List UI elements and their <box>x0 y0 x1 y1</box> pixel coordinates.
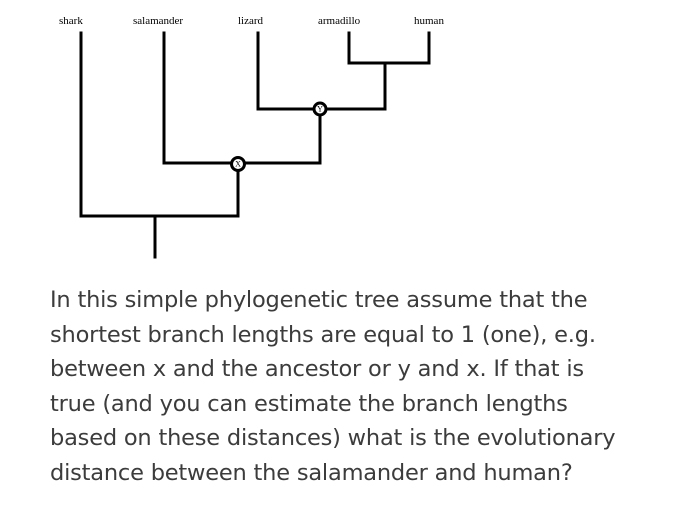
question-line: distance between the salamander and huma… <box>50 459 573 486</box>
question-line: shortest branch lengths are equal to 1 (… <box>50 321 596 348</box>
taxon-label-lizard: lizard <box>238 15 264 27</box>
node-y-marker <box>312 101 328 117</box>
node-x-marker <box>230 156 246 172</box>
node-y-label: Y <box>317 105 323 114</box>
taxon-label-salamander: salamander <box>133 15 183 27</box>
taxon-label-human: human <box>414 15 444 27</box>
question-line: based on these distances) what is the ev… <box>50 425 616 451</box>
taxon-label-armadillo: armadillo <box>318 15 361 27</box>
phylogenetic-tree: shark salamander lizard armadillo human … <box>59 15 444 259</box>
question-line: In this simple phylogenetic tree assume … <box>50 287 588 313</box>
node-x-label: X <box>235 160 241 169</box>
question-text: In this simple phylogenetic tree assume … <box>50 283 690 490</box>
taxon-label-shark: shark <box>59 15 83 27</box>
question-line: true (and you can estimate the branch le… <box>50 390 568 417</box>
question-line: between x and the ancestor or y and x. I… <box>50 356 584 382</box>
